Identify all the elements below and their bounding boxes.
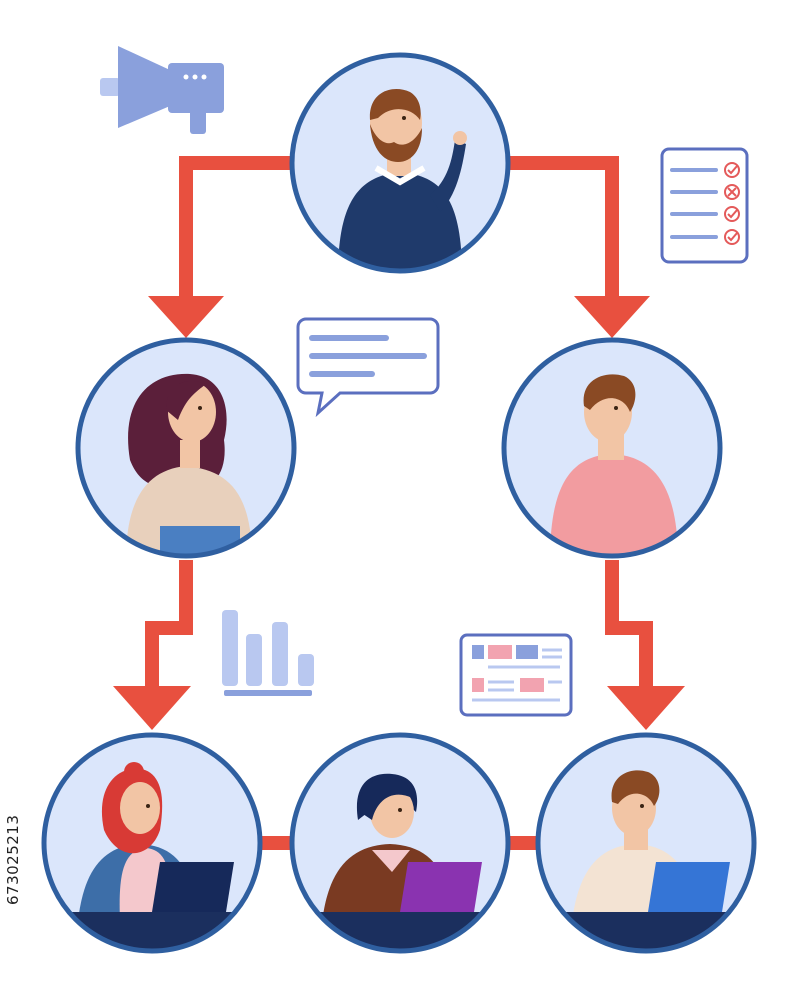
arrow-heads [113,296,685,730]
node-lead-left [75,337,297,559]
node-lead-right [501,337,723,559]
node-worker-right [535,732,757,954]
man-bearded-pointing-icon [338,89,467,271]
bar-3 [272,622,288,686]
report-icon [459,633,573,717]
bar-chart-icon [222,610,314,696]
bar-1 [222,610,238,686]
arrowhead-lead-right [574,296,650,338]
man-pink-sweater-icon [550,374,678,556]
bar-4 [298,654,314,686]
arrow-lead-right-to-worker-right [605,560,653,690]
arrowhead-worker-right [607,686,685,730]
megaphone-icon [100,46,224,134]
woman-red-hair-laptop-icon [44,762,260,951]
stock-image-id: 673025213 [4,814,22,906]
node-worker-left [41,732,263,954]
woman-long-hair-icon [126,373,252,556]
arrowhead-worker-left [113,686,191,730]
node-worker-center [289,732,511,954]
arrowhead-lead-left [148,296,224,338]
arrow-lead-left-to-worker-left [145,560,193,690]
arrow-manager-to-lead-right [510,156,619,300]
man-laptop-icon [538,770,754,951]
connectors [145,156,653,850]
checklist-icon [660,147,749,264]
arrow-manager-to-lead-left [179,156,292,300]
chat-bubble-icon [296,317,440,418]
node-manager [289,52,511,274]
bar-2 [246,634,262,686]
bar-chart-baseline [224,690,312,696]
